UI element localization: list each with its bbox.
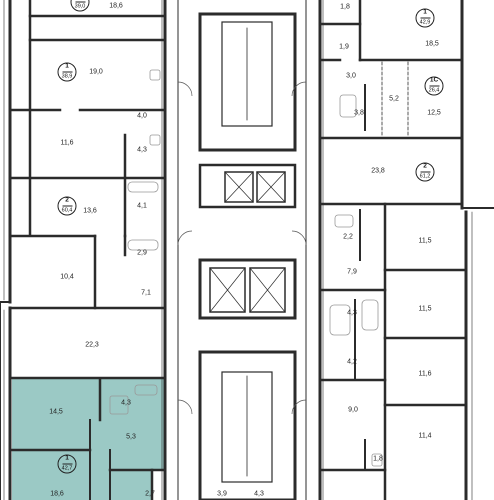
- unit-area: 38,9: [61, 73, 73, 80]
- unit-type: 2: [65, 196, 69, 204]
- room-area: 3,9: [217, 490, 227, 498]
- room-area: 11,5: [418, 237, 432, 245]
- right-section-walls: [318, 0, 494, 500]
- room-area: 1,8: [340, 3, 350, 11]
- room-area: 10,4: [60, 273, 74, 281]
- room-area: 5,3: [126, 433, 136, 441]
- room-area: 3,0: [346, 72, 356, 80]
- room-area: 4,3: [137, 146, 147, 154]
- badge-divider: [420, 171, 430, 173]
- unit-type: 1: [65, 62, 69, 70]
- room-area: 2,7: [145, 490, 155, 498]
- room-area: 1,8: [373, 455, 383, 463]
- badge-divider: [429, 85, 439, 87]
- room-area: 3,8: [354, 109, 364, 117]
- bathroom-fixtures: [109, 69, 383, 467]
- central-core-walls: [177, 0, 307, 500]
- room-area: 7,1: [141, 289, 151, 297]
- room-area: 13,6: [83, 207, 97, 215]
- room-area: 5,2: [389, 95, 399, 103]
- unit-type: 1: [423, 8, 427, 16]
- unit-badge[interactable]: 1 42,9: [415, 8, 435, 28]
- unit-badge[interactable]: 2 61,2: [415, 162, 435, 182]
- room-area: 11,5: [418, 305, 432, 313]
- room-area: 19,0: [89, 68, 103, 76]
- unit-area: 39,0: [74, 3, 86, 10]
- unit-area: 26,4: [428, 87, 440, 94]
- room-area: 11,4: [418, 432, 432, 440]
- badge-divider: [420, 17, 430, 19]
- room-area: 23,8: [371, 167, 385, 175]
- room-area: 4,3: [121, 399, 131, 407]
- badge-divider: [62, 463, 72, 465]
- room-area: 14,5: [49, 408, 63, 416]
- unit-area: 42,9: [419, 19, 431, 26]
- room-area: 12,5: [427, 109, 441, 117]
- room-area: 18,5: [425, 40, 439, 48]
- room-area: 1,9: [339, 43, 349, 51]
- unit-area: 61,2: [419, 173, 431, 180]
- badge-divider: [75, 1, 85, 3]
- room-area: 4,2: [347, 358, 357, 366]
- room-area: 22,3: [85, 341, 99, 349]
- room-area: 11,6: [60, 139, 74, 147]
- badge-divider: [62, 71, 72, 73]
- unit-type: 1: [65, 454, 69, 462]
- unit-badge-highlighted[interactable]: 1 42,7: [57, 454, 77, 474]
- unit-badge[interactable]: 1 38,9: [57, 62, 77, 82]
- unit-type: 2: [423, 162, 427, 170]
- room-area: 9,0: [348, 406, 358, 414]
- room-area: 4,3: [347, 309, 357, 317]
- unit-type: 1С: [429, 76, 439, 84]
- unit-badge[interactable]: 2 60,4: [57, 196, 77, 216]
- room-area: 11,6: [418, 370, 432, 378]
- badge-divider: [62, 205, 72, 207]
- unit-area: 42,7: [61, 465, 73, 472]
- room-area: 4,1: [137, 202, 147, 210]
- left-section-walls: [0, 0, 167, 500]
- room-area: 18,6: [109, 2, 123, 10]
- door-swings: [177, 81, 307, 415]
- unit-badge[interactable]: 1С 26,4: [424, 76, 444, 96]
- room-area: 7,9: [347, 268, 357, 276]
- room-area: 2,9: [137, 249, 147, 257]
- highlighted-apartment[interactable]: [12, 378, 165, 500]
- room-area: 2,2: [343, 233, 353, 241]
- unit-area: 60,4: [61, 207, 73, 214]
- room-area: 4,0: [137, 112, 147, 120]
- room-area: 4,3: [254, 490, 264, 498]
- room-area: 18,6: [50, 490, 64, 498]
